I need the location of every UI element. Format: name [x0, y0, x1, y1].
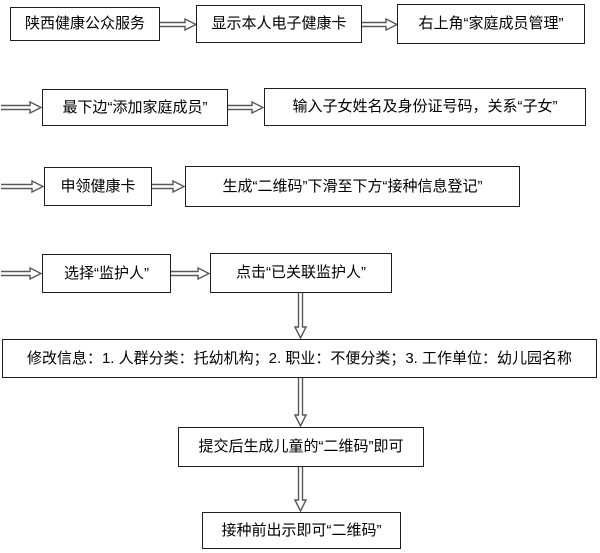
- down-arrow-icon: [294, 378, 307, 427]
- right-arrow-icon: [160, 18, 197, 31]
- right-arrow-icon: [1, 180, 44, 193]
- flow-node-modify-info: 修改信息：1. 人群分类：托幼机构；2. 职业：不便分类；3. 工作单位：幼儿园…: [2, 339, 597, 378]
- flow-node-show-health-card: 显示本人电子健康卡: [196, 5, 362, 43]
- right-arrow-icon: [1, 101, 42, 114]
- flow-node-start: 陕西健康公众服务: [10, 7, 160, 41]
- flow-node-select-guardian: 选择“监护人”: [42, 254, 171, 293]
- flow-node-apply-health-card: 申领健康卡: [44, 167, 152, 206]
- right-arrow-icon: [1, 267, 42, 280]
- down-arrow-icon: [294, 293, 307, 339]
- right-arrow-icon: [362, 18, 398, 31]
- flow-node-enter-child-info: 输入子女姓名及身份证号码，关系“子女”: [264, 88, 586, 126]
- flow-node-generate-qrcode: 生成“二维码”下滑至下方“接种信息登记”: [185, 166, 520, 207]
- right-arrow-icon: [228, 101, 264, 114]
- flow-node-submit-child-qrcode: 提交后生成儿童的“二维码”即可: [178, 427, 424, 467]
- flow-node-show-qrcode: 接种前出示即可“二维码”: [202, 512, 401, 549]
- right-arrow-icon: [152, 180, 185, 193]
- flow-node-click-linked-guardian: 点击“已关联监护人”: [210, 253, 392, 293]
- down-arrow-icon: [294, 467, 307, 512]
- flow-node-family-management: 右上角“家庭成员管理”: [397, 4, 585, 44]
- right-arrow-icon: [171, 267, 210, 280]
- flow-node-add-family-member: 最下边“添加家庭成员”: [42, 89, 228, 126]
